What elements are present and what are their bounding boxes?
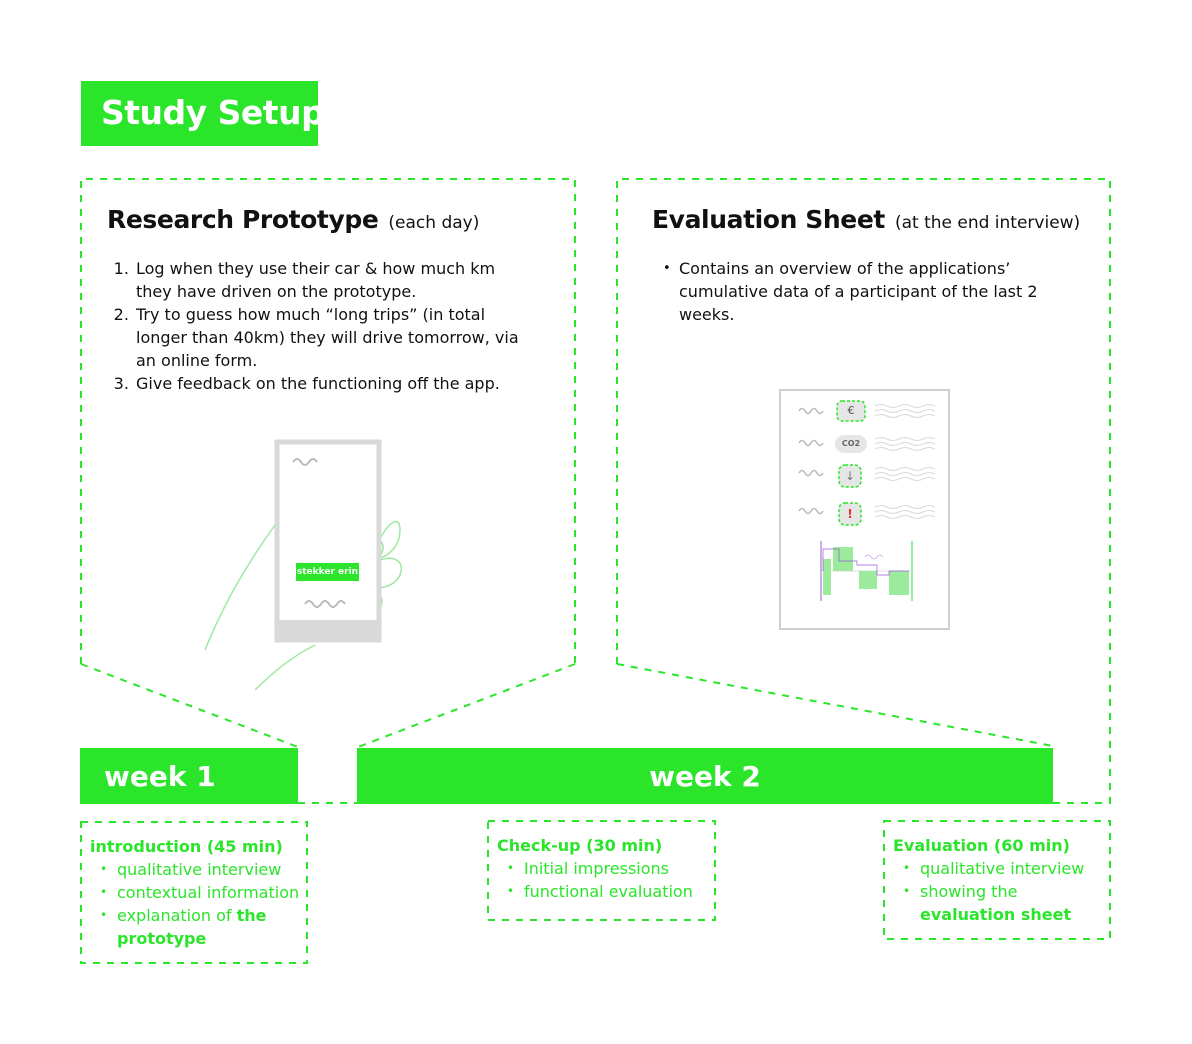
phone-bottom-bar	[277, 620, 379, 640]
sheet-squiggles	[798, 407, 824, 515]
step-item: Give feedback on the functioning off the…	[134, 372, 533, 395]
evaluation-sheet-heading: Evaluation Sheet	[652, 205, 885, 234]
sheet-frame	[779, 389, 950, 630]
session-item: contextual information	[90, 881, 299, 904]
arrow-down-icon	[838, 464, 862, 488]
phone-frame	[274, 439, 382, 643]
session-item: Initial impressions	[497, 857, 693, 880]
phone-hand-illustration	[204, 439, 402, 691]
session-item: functional evaluation	[497, 880, 693, 903]
left-funnel-line-b	[357, 663, 576, 748]
phone-squiggle-top	[292, 458, 318, 466]
session-item-text: showing the	[920, 882, 1018, 901]
week1-bar: week 1	[80, 748, 298, 804]
arrow-down-icon-label: ↓	[844, 469, 856, 483]
session-item-bold: evaluation sheet	[920, 905, 1072, 924]
alert-icon	[838, 502, 862, 526]
co2-icon	[835, 435, 867, 453]
sheet-mini-chart	[820, 541, 913, 601]
week1-label: week 1	[104, 760, 216, 793]
left-funnel-line-a	[80, 663, 299, 748]
session-item-text: explanation of	[117, 906, 232, 925]
session-box-checkup	[487, 820, 716, 921]
sheet-text-lines	[874, 404, 936, 519]
title-banner: Study Setup	[81, 81, 325, 146]
right-panel-header: Evaluation Sheet (at the end interview)	[652, 205, 1080, 234]
alert-icon-label: !	[847, 507, 853, 521]
right-panel-bullets: Contains an overview of the applications…	[661, 257, 1051, 326]
evaluation-sheet-illustration	[779, 389, 950, 630]
session-item: qualitative interview	[893, 857, 1084, 880]
page-title: Study Setup	[101, 93, 325, 132]
session-box-evaluation	[883, 820, 1111, 940]
session-box-intro	[80, 821, 308, 964]
session-checkup: Check-up (30 min) Initial impressions fu…	[497, 834, 693, 903]
week2-label: week 2	[649, 760, 761, 793]
session-title: introduction (45 min)	[90, 837, 283, 856]
week2-bar: week 2	[357, 748, 1053, 804]
session-title: Evaluation (60 min)	[893, 836, 1070, 855]
session-item: qualitative interview	[90, 858, 299, 881]
sheet-icon-badges	[835, 400, 867, 526]
research-prototype-heading: Research Prototype	[107, 205, 379, 234]
session-item: explanation of the prototype	[90, 904, 299, 950]
step-item: Try to guess how much “long trips” (in t…	[134, 303, 533, 372]
right-funnel-line	[616, 663, 1054, 747]
right-panel-frame	[616, 178, 1111, 804]
research-prototype-subheading: (each day)	[388, 213, 480, 233]
session-item-bold: prototype	[117, 929, 207, 948]
session-item-bold: the	[236, 906, 267, 925]
session-item: showing the evaluation sheet	[893, 880, 1084, 926]
session-evaluation: Evaluation (60 min) qualitative intervie…	[893, 834, 1084, 926]
co2-icon-label: CO2	[841, 439, 861, 448]
bullet-item: Contains an overview of the applications…	[661, 257, 1051, 326]
session-intro: introduction (45 min) qualitative interv…	[90, 835, 299, 950]
left-panel-header: Research Prototype (each day)	[107, 205, 479, 234]
session-title: Check-up (30 min)	[497, 836, 663, 855]
phone-button: stekker erin	[295, 562, 360, 582]
phone-squiggle-bottom	[304, 600, 346, 608]
step-item: Log when they use their car & how much k…	[134, 257, 533, 303]
evaluation-sheet-subheading: (at the end interview)	[894, 213, 1081, 233]
euro-icon	[836, 400, 866, 422]
euro-icon-label: €	[847, 404, 855, 417]
left-panel-frame	[80, 178, 576, 664]
left-panel-steps: Log when they use their car & how much k…	[108, 257, 533, 395]
